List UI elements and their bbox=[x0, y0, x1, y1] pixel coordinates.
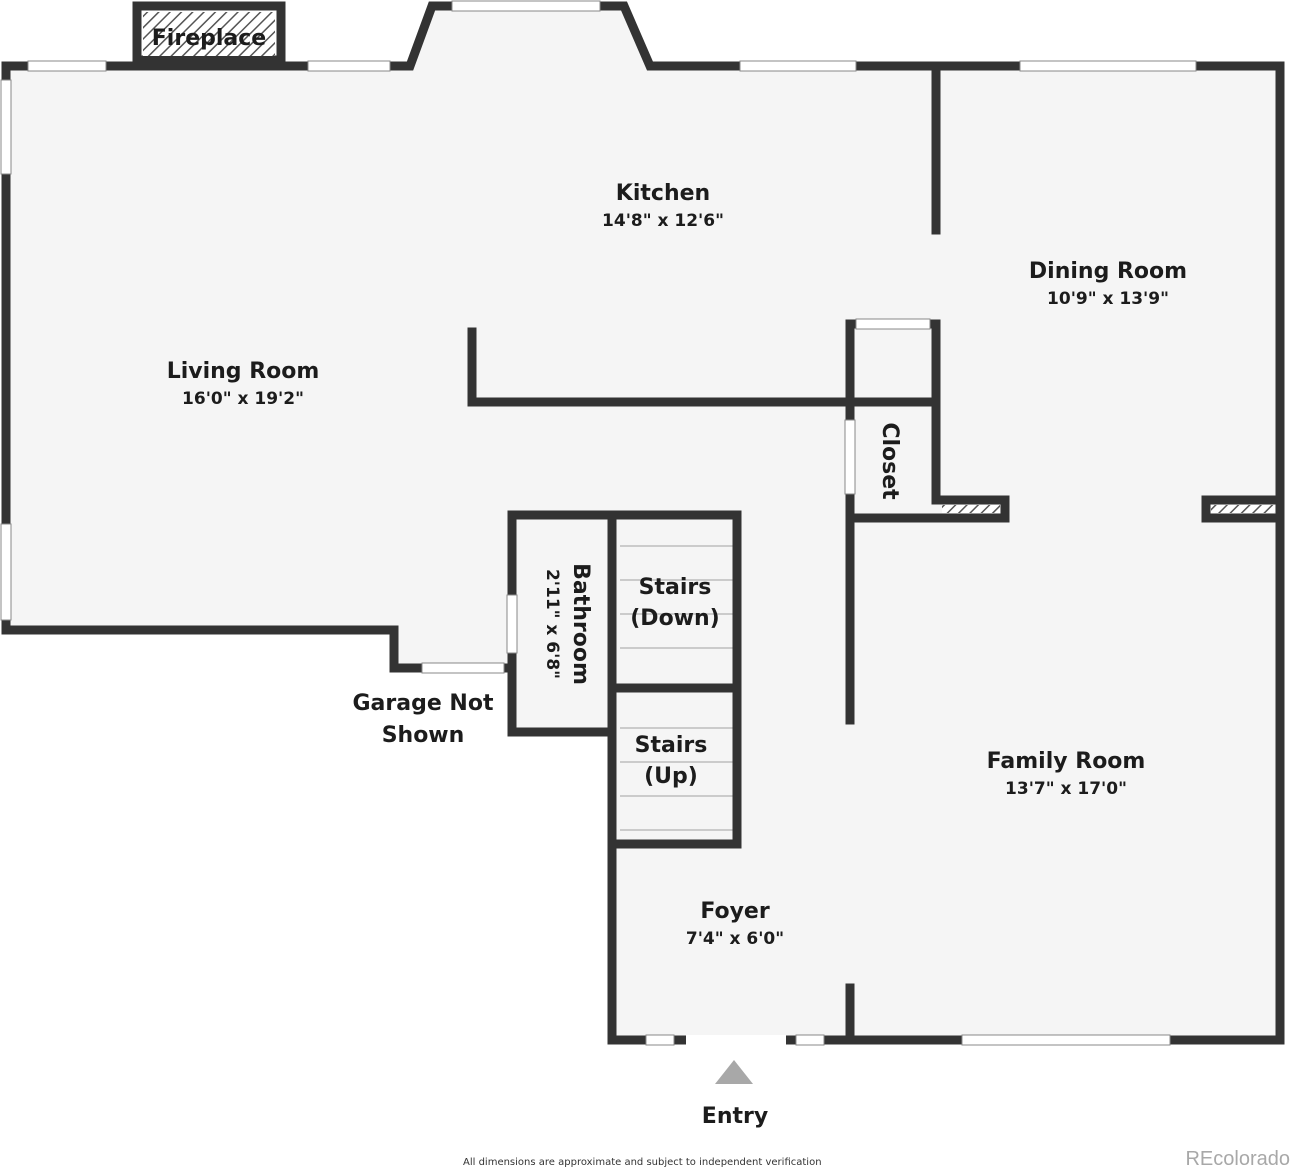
fireplace-hatch bbox=[143, 12, 275, 56]
living-room-dims: 16'0" x 19'2" bbox=[182, 389, 304, 409]
garage-label-line2: Shown bbox=[382, 723, 465, 748]
entry-door-opening bbox=[686, 1035, 786, 1045]
closet-shelf-hatch bbox=[942, 505, 1000, 513]
kitchen-name: Kitchen bbox=[616, 181, 710, 206]
fireplace-label: Fireplace bbox=[152, 26, 266, 51]
dining-room-name: Dining Room bbox=[1029, 259, 1187, 284]
stairs-down-treads bbox=[620, 545, 733, 649]
living-room-name: Living Room bbox=[167, 359, 320, 384]
dining-room-dims: 10'9" x 13'9" bbox=[1047, 289, 1169, 309]
stairs-down-label-line2: (Down) bbox=[630, 606, 719, 631]
entry-label: Entry bbox=[702, 1104, 768, 1129]
brand-watermark: REcolorado bbox=[1185, 1148, 1290, 1170]
walls bbox=[1, 1, 1285, 1045]
closet-label: Closet bbox=[877, 422, 902, 500]
kitchen-dims: 14'8" x 12'6" bbox=[602, 211, 724, 231]
stairs-up-label-line2: (Up) bbox=[644, 764, 698, 789]
stairs-up-label-line1: Stairs bbox=[635, 733, 708, 758]
divider-hatch bbox=[1211, 505, 1275, 513]
disclaimer-text: All dimensions are approximate and subje… bbox=[463, 1157, 822, 1168]
stairs-down-label-line1: Stairs bbox=[639, 575, 712, 600]
bathroom-name: Bathroom bbox=[568, 563, 593, 685]
family-room-dims: 13'7" x 17'0" bbox=[1005, 779, 1127, 799]
entry-arrow-icon bbox=[715, 1060, 753, 1084]
floor-area bbox=[6, 6, 1280, 1040]
foyer-name: Foyer bbox=[700, 899, 770, 924]
family-room-name: Family Room bbox=[987, 749, 1146, 774]
stairs-up-treads bbox=[620, 727, 733, 831]
garage-label-line1: Garage Not bbox=[353, 691, 494, 716]
bathroom-dims: 2'11" x 6'8" bbox=[542, 569, 562, 679]
foyer-dims: 7'4" x 6'0" bbox=[686, 929, 784, 949]
windows bbox=[0, 0, 1197, 1046]
